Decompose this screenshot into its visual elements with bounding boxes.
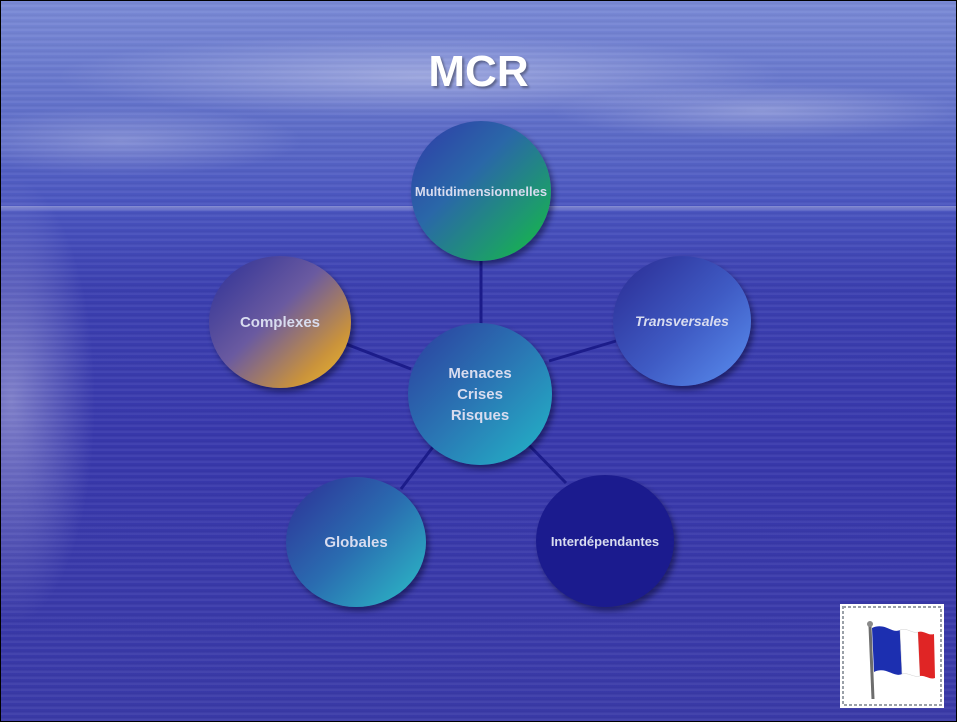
french-flag-icon: [840, 604, 944, 708]
node-multidimensionnelles: Multidimensionnelles: [411, 121, 551, 261]
node-interdependantes: Interdépendantes: [536, 475, 674, 607]
center-label: Menaces Crises Risques: [448, 364, 512, 424]
node-label: Globales: [324, 533, 388, 551]
slide-title: MCR: [428, 47, 529, 96]
link-interdependantes: [521, 437, 568, 485]
node-center: Menaces Crises Risques: [408, 323, 552, 465]
link-complexes: [345, 342, 412, 371]
node-label: Transversales: [635, 312, 729, 329]
node-label: Interdépendantes: [550, 533, 660, 549]
node-globales: Globales: [286, 477, 426, 607]
link-transversales: [548, 339, 617, 363]
node-transversales: Transversales: [613, 256, 751, 386]
node-label: Multidimensionnelles: [414, 183, 548, 199]
node-label: Complexes: [239, 313, 321, 331]
node-complexes: Complexes: [209, 256, 351, 388]
